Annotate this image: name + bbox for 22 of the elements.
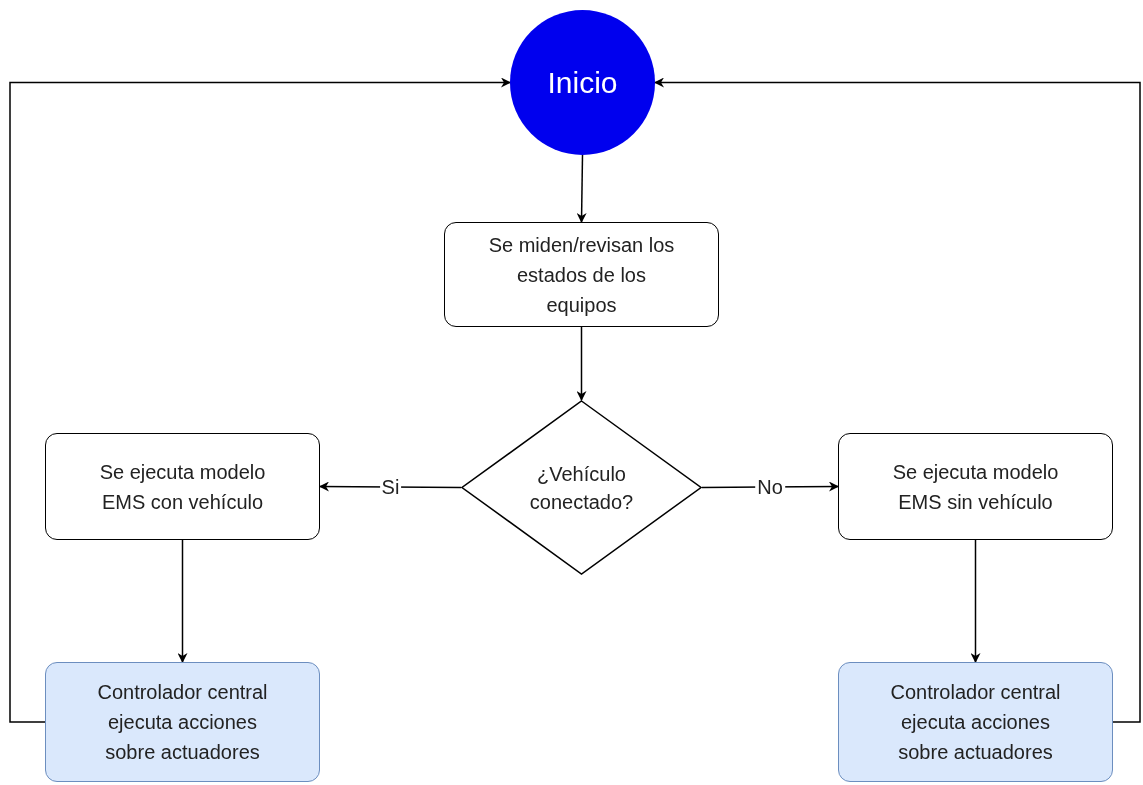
arrow bbox=[654, 77, 1141, 723]
node-text: Controlador central ejecuta acciones sobre actuadores bbox=[889, 680, 1062, 765]
decision-diamond bbox=[461, 400, 702, 575]
process-box bbox=[45, 433, 320, 540]
edge-label: Si bbox=[379, 477, 402, 497]
arrow bbox=[177, 539, 188, 663]
node-text: Se ejecuta modelo EMS sin vehículo bbox=[891, 459, 1060, 515]
edge-label: No bbox=[755, 477, 785, 497]
action-box bbox=[45, 662, 320, 782]
node-text: Se ejecuta modelo EMS con vehículo bbox=[98, 459, 267, 515]
node-text: Controlador central ejecuta acciones sobre actuadores bbox=[96, 680, 269, 765]
node-text: ¿Vehículo conectado? bbox=[528, 461, 635, 515]
process-box bbox=[444, 222, 719, 327]
arrow bbox=[9, 77, 511, 723]
arrow bbox=[576, 154, 587, 223]
process-box bbox=[838, 433, 1113, 540]
arrow bbox=[319, 481, 462, 492]
arrow bbox=[576, 326, 587, 401]
action-box bbox=[838, 662, 1113, 782]
node-text: Inicio bbox=[547, 65, 618, 101]
node-text: Se miden/revisan los estados de los equipos bbox=[487, 232, 676, 318]
arrow bbox=[970, 539, 981, 663]
